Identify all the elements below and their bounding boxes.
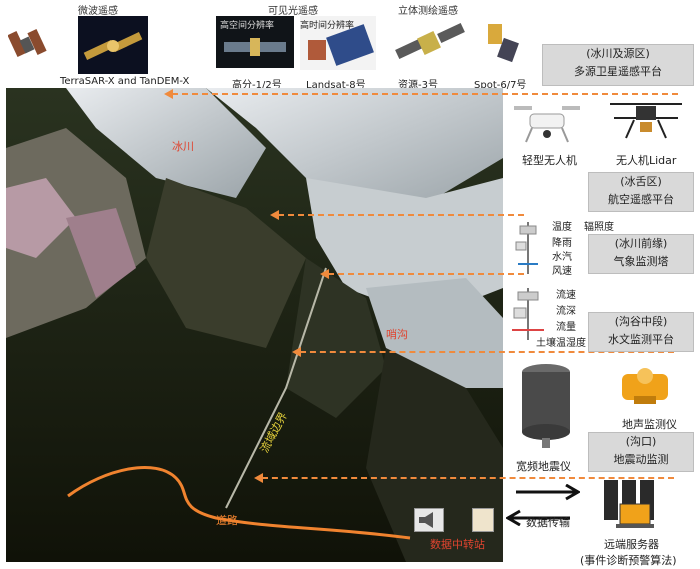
- platform-satellite-name: 多源卫星遥感平台: [574, 65, 662, 78]
- high-temporal-label: 高时间分辨率: [300, 21, 355, 31]
- glacier-label: 冰川: [172, 140, 194, 153]
- arrow-seismic-head: [254, 473, 263, 483]
- lidar-uav-label: 无人机Lidar: [616, 154, 677, 167]
- met-radiation-label: 辐照度: [584, 222, 614, 233]
- hydro-station-icon: [512, 288, 544, 340]
- landsat-image: 高时间分辨率: [300, 16, 376, 70]
- hydro-speed-label: 流速: [556, 290, 576, 301]
- met-tower-icon: [515, 222, 538, 274]
- platform-hydro-name: 水文监测平台: [608, 333, 674, 346]
- lidar-uav-icon: [610, 103, 682, 139]
- data-transfer-arrows: [506, 484, 580, 526]
- road-label: 道路: [216, 514, 238, 527]
- platform-seismic-box: (沟口) 地震动监测: [588, 432, 694, 472]
- arrow-met: [328, 273, 524, 275]
- platform-aerial-zone: (冰舌区): [620, 175, 662, 188]
- platform-seismic-zone: (沟口): [625, 435, 657, 448]
- platform-hydro-zone: (沟谷中段): [614, 315, 668, 328]
- sat-name-landsat: Landsat-8号: [306, 80, 366, 91]
- platform-met-box: (冰川前缘) 气象监测塔: [588, 234, 694, 274]
- arrow-aerial: [278, 214, 524, 216]
- met-wind-label: 风速: [552, 266, 572, 277]
- arrow-hydro: [300, 351, 674, 353]
- hydro-depth-label: 流深: [556, 306, 576, 317]
- group-title-visible: 可见光遥感: [268, 6, 318, 17]
- terrasar-satellite-icon: [8, 29, 47, 57]
- tandem-x-image: [78, 16, 148, 74]
- data-transfer-label: 数据传输: [526, 516, 570, 529]
- mountain-basin-image: 冰川 哨沟 流域边界 道路 数据中转站: [6, 88, 503, 562]
- hydro-discharge-label: 流量: [556, 322, 576, 333]
- arrow-seismic: [262, 477, 674, 479]
- light-uav-label: 轻型无人机: [522, 154, 577, 167]
- hydro-soil-label: 土壤温湿度: [536, 338, 586, 349]
- infrasound-label: 地声监测仪: [622, 418, 677, 431]
- platform-aerial-box: (冰舌区) 航空遥感平台: [588, 172, 694, 212]
- sat-name-terrasar: TerraSAR-X and TanDEM-X: [60, 76, 190, 87]
- platform-met-name: 气象监测塔: [613, 255, 669, 268]
- relay-box-icon: [472, 508, 494, 532]
- server-algorithm-label: (事件诊断预警算法): [580, 554, 677, 567]
- light-uav-icon: [514, 106, 580, 143]
- platform-aerial-name: 航空遥感平台: [608, 193, 674, 206]
- group-title-stereo: 立体测绘遥感: [398, 6, 458, 17]
- seismometer-icon: [522, 364, 570, 448]
- spot-satellite-icon: [488, 24, 519, 63]
- sat-name-gaofen: 高分-1/2号: [232, 80, 282, 91]
- platform-satellite-zone: (冰川及源区): [586, 47, 650, 60]
- platform-satellite-box: (冰川及源区) 多源卫星遥感平台: [542, 44, 694, 86]
- server-label: 远端服务器: [604, 538, 659, 551]
- arrow-aerial-head: [270, 210, 279, 220]
- arrow-hydro-head: [292, 347, 301, 357]
- arrow-met-head: [320, 269, 329, 279]
- platform-seismic-name: 地震动监测: [613, 453, 669, 466]
- met-vapor-label: 水汽: [552, 252, 572, 263]
- server-icon: [604, 480, 654, 528]
- met-rain-label: 降雨: [552, 238, 572, 249]
- platform-hydro-box: (沟谷中段) 水文监测平台: [588, 312, 694, 352]
- group-title-microwave: 微波遥感: [78, 6, 118, 17]
- arrow-satellite: [172, 93, 678, 95]
- gaofen-image: 高空间分辨率: [216, 16, 294, 68]
- sat-name-ziyuan: 资源-3号: [398, 80, 438, 91]
- platform-met-zone: (冰川前缘): [614, 237, 668, 250]
- sat-name-spot: Spot-6/7号: [474, 80, 527, 91]
- met-temp-label: 温度: [552, 222, 572, 233]
- ziyuan-3-satellite-icon: [395, 22, 465, 60]
- relay-station-label: 数据中转站: [430, 538, 485, 551]
- road-line: [67, 466, 411, 540]
- high-spatial-label: 高空间分辨率: [220, 21, 275, 31]
- arrow-satellite-head: [164, 89, 173, 99]
- speaker-icon: [414, 508, 444, 532]
- seismometer-label: 宽频地震仪: [516, 460, 571, 473]
- gully-label: 哨沟: [386, 328, 408, 341]
- infrasound-sensor-icon: [622, 368, 668, 404]
